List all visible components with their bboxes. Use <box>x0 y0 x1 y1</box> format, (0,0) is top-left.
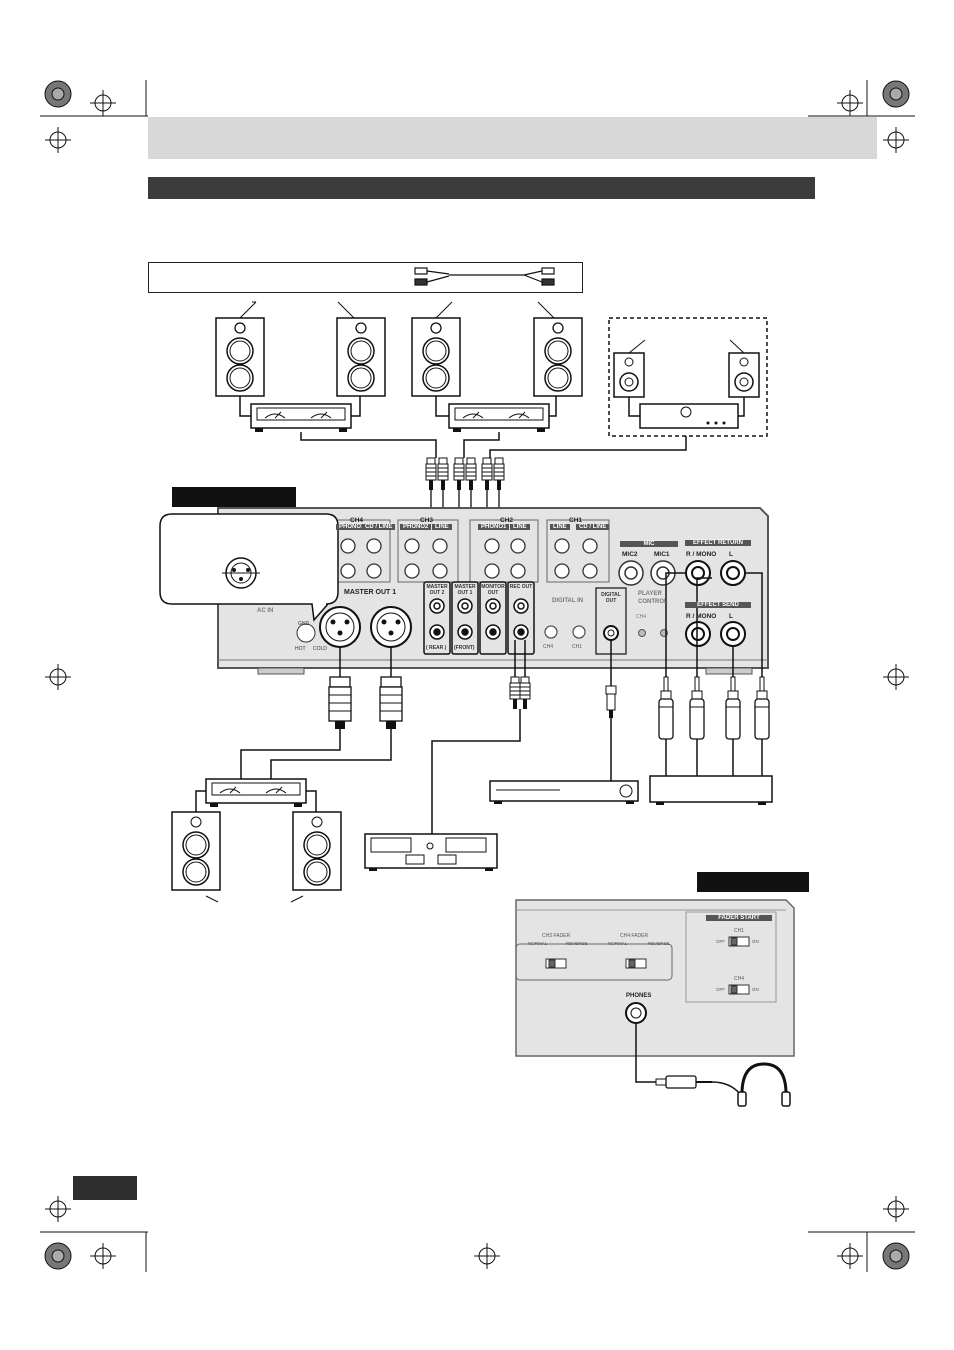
speaker-rear-l-icon <box>215 317 265 397</box>
monitor-system-box <box>608 317 768 437</box>
ch4-label: CH4 <box>350 517 364 524</box>
fader-start-ch4-label: CH4 <box>734 976 745 982</box>
monitor-speaker-r-icon <box>728 352 760 398</box>
digital-in-label: DIGITAL IN <box>552 598 584 604</box>
mic1-label: MIC1 <box>654 551 670 558</box>
player-control-label: PLAYER CONTROL <box>638 591 668 605</box>
mic2-label: MIC2 <box>622 551 638 558</box>
ch3-label: CH3 <box>420 517 434 524</box>
ch4-normal-label: NORMAL <box>608 941 628 946</box>
page-number-tab <box>73 1176 137 1200</box>
monitor-amplifier-icon <box>639 403 739 429</box>
section-heading-bar <box>148 177 815 199</box>
master-out2-rca-label: MASTER OUT 2 <box>426 584 448 596</box>
ch3-input-b-label: LINE <box>432 524 452 530</box>
ac-in-label: AC IN <box>257 608 274 614</box>
monitor-speaker-l-icon <box>613 352 645 398</box>
front-label: (FRONT) <box>454 645 475 651</box>
amplifier-master-icon <box>205 778 307 807</box>
effect-send-header: EFFECT SEND <box>685 602 751 608</box>
mic-header: MIC <box>620 541 678 547</box>
amplifier-front-icon <box>448 403 550 433</box>
front-panel-label <box>697 872 809 892</box>
ch4-reverse-label: REVERSE <box>648 941 670 946</box>
front-panel-body <box>515 899 795 1057</box>
digital-in-ch1-label: CH1 <box>572 644 583 650</box>
ch3-input-a-label: PHONO2 <box>400 524 432 530</box>
ch1-label: CH1 <box>569 517 583 524</box>
ch2-label: CH2 <box>500 517 514 524</box>
master-out1-rca-label: MASTER OUT 1 <box>454 584 476 596</box>
rear-panel-label <box>172 487 296 507</box>
effect-send-r-label: R / MONO <box>686 613 717 620</box>
effector-unit-icon <box>649 775 773 805</box>
xlr-gnd-label: GND <box>298 621 310 627</box>
fader-start-header: FADER START <box>706 915 772 921</box>
headphones-icon <box>655 1062 791 1107</box>
speaker-master-r-icon <box>292 811 342 891</box>
ch4-fader-label: CH4 FADER <box>620 933 649 939</box>
ch4-input-b-label: CD / LINE <box>362 524 396 530</box>
speaker-front-r-icon <box>533 317 583 397</box>
effect-return-header: EFFECT RETURN <box>685 540 751 546</box>
xlr-hot-label: HOT <box>295 646 306 652</box>
player-ch4-label: CH4 <box>636 614 647 620</box>
ch4-off-label: OFF <box>716 987 725 992</box>
rear-label: ( REAR ) <box>426 645 447 651</box>
ch2-input-a-label: PHONO1 <box>478 524 510 530</box>
ch4-on-label: ON <box>752 987 759 992</box>
effect-send-l-label: L <box>729 613 733 620</box>
monitor-out-label: MONITOR OUT <box>481 584 505 596</box>
xlr-master-out-icon <box>319 606 412 648</box>
phones-label: PHONES <box>626 993 652 999</box>
speaker-front-l-icon <box>411 317 461 397</box>
ch1-on-label: ON <box>752 939 759 944</box>
cassette-deck-icon <box>364 833 498 871</box>
ch3-reverse-label: REVERSE <box>566 941 588 946</box>
ch1-input-a-label: LINE <box>550 524 570 530</box>
ch1-input-b-label: CD / LINE <box>576 524 610 530</box>
speaker-master-l-icon <box>171 811 221 891</box>
master-out1-label: MASTER OUT 1 <box>344 589 397 596</box>
ch2-input-b-label: LINE <box>510 524 530 530</box>
cable-legend-box <box>148 262 583 293</box>
digital-in-ch4-label: CH4 <box>543 644 554 650</box>
rec-out-label: REC OUT <box>509 584 533 590</box>
digital-recorder-icon <box>489 780 639 804</box>
ch3-fader-label: CH3 FADER <box>542 933 571 939</box>
ch3-normal-label: NORMAL <box>528 941 548 946</box>
amplifier-rear-icon <box>250 403 352 433</box>
effect-return-r-label: R / MONO <box>686 551 717 558</box>
digital-out-label: DIGITAL OUT <box>601 592 621 604</box>
speaker-rear-r-icon <box>336 317 386 397</box>
ch1-off-label: OFF <box>716 939 725 944</box>
effect-return-l-label: L <box>729 551 733 558</box>
title-bar <box>148 117 877 159</box>
xlr-cold-label: COLD <box>313 646 327 652</box>
rca-cable-icon <box>414 267 555 286</box>
ch4-input-a-label: PHONO1 <box>336 524 368 530</box>
fader-start-ch1-label: CH1 <box>734 928 745 934</box>
